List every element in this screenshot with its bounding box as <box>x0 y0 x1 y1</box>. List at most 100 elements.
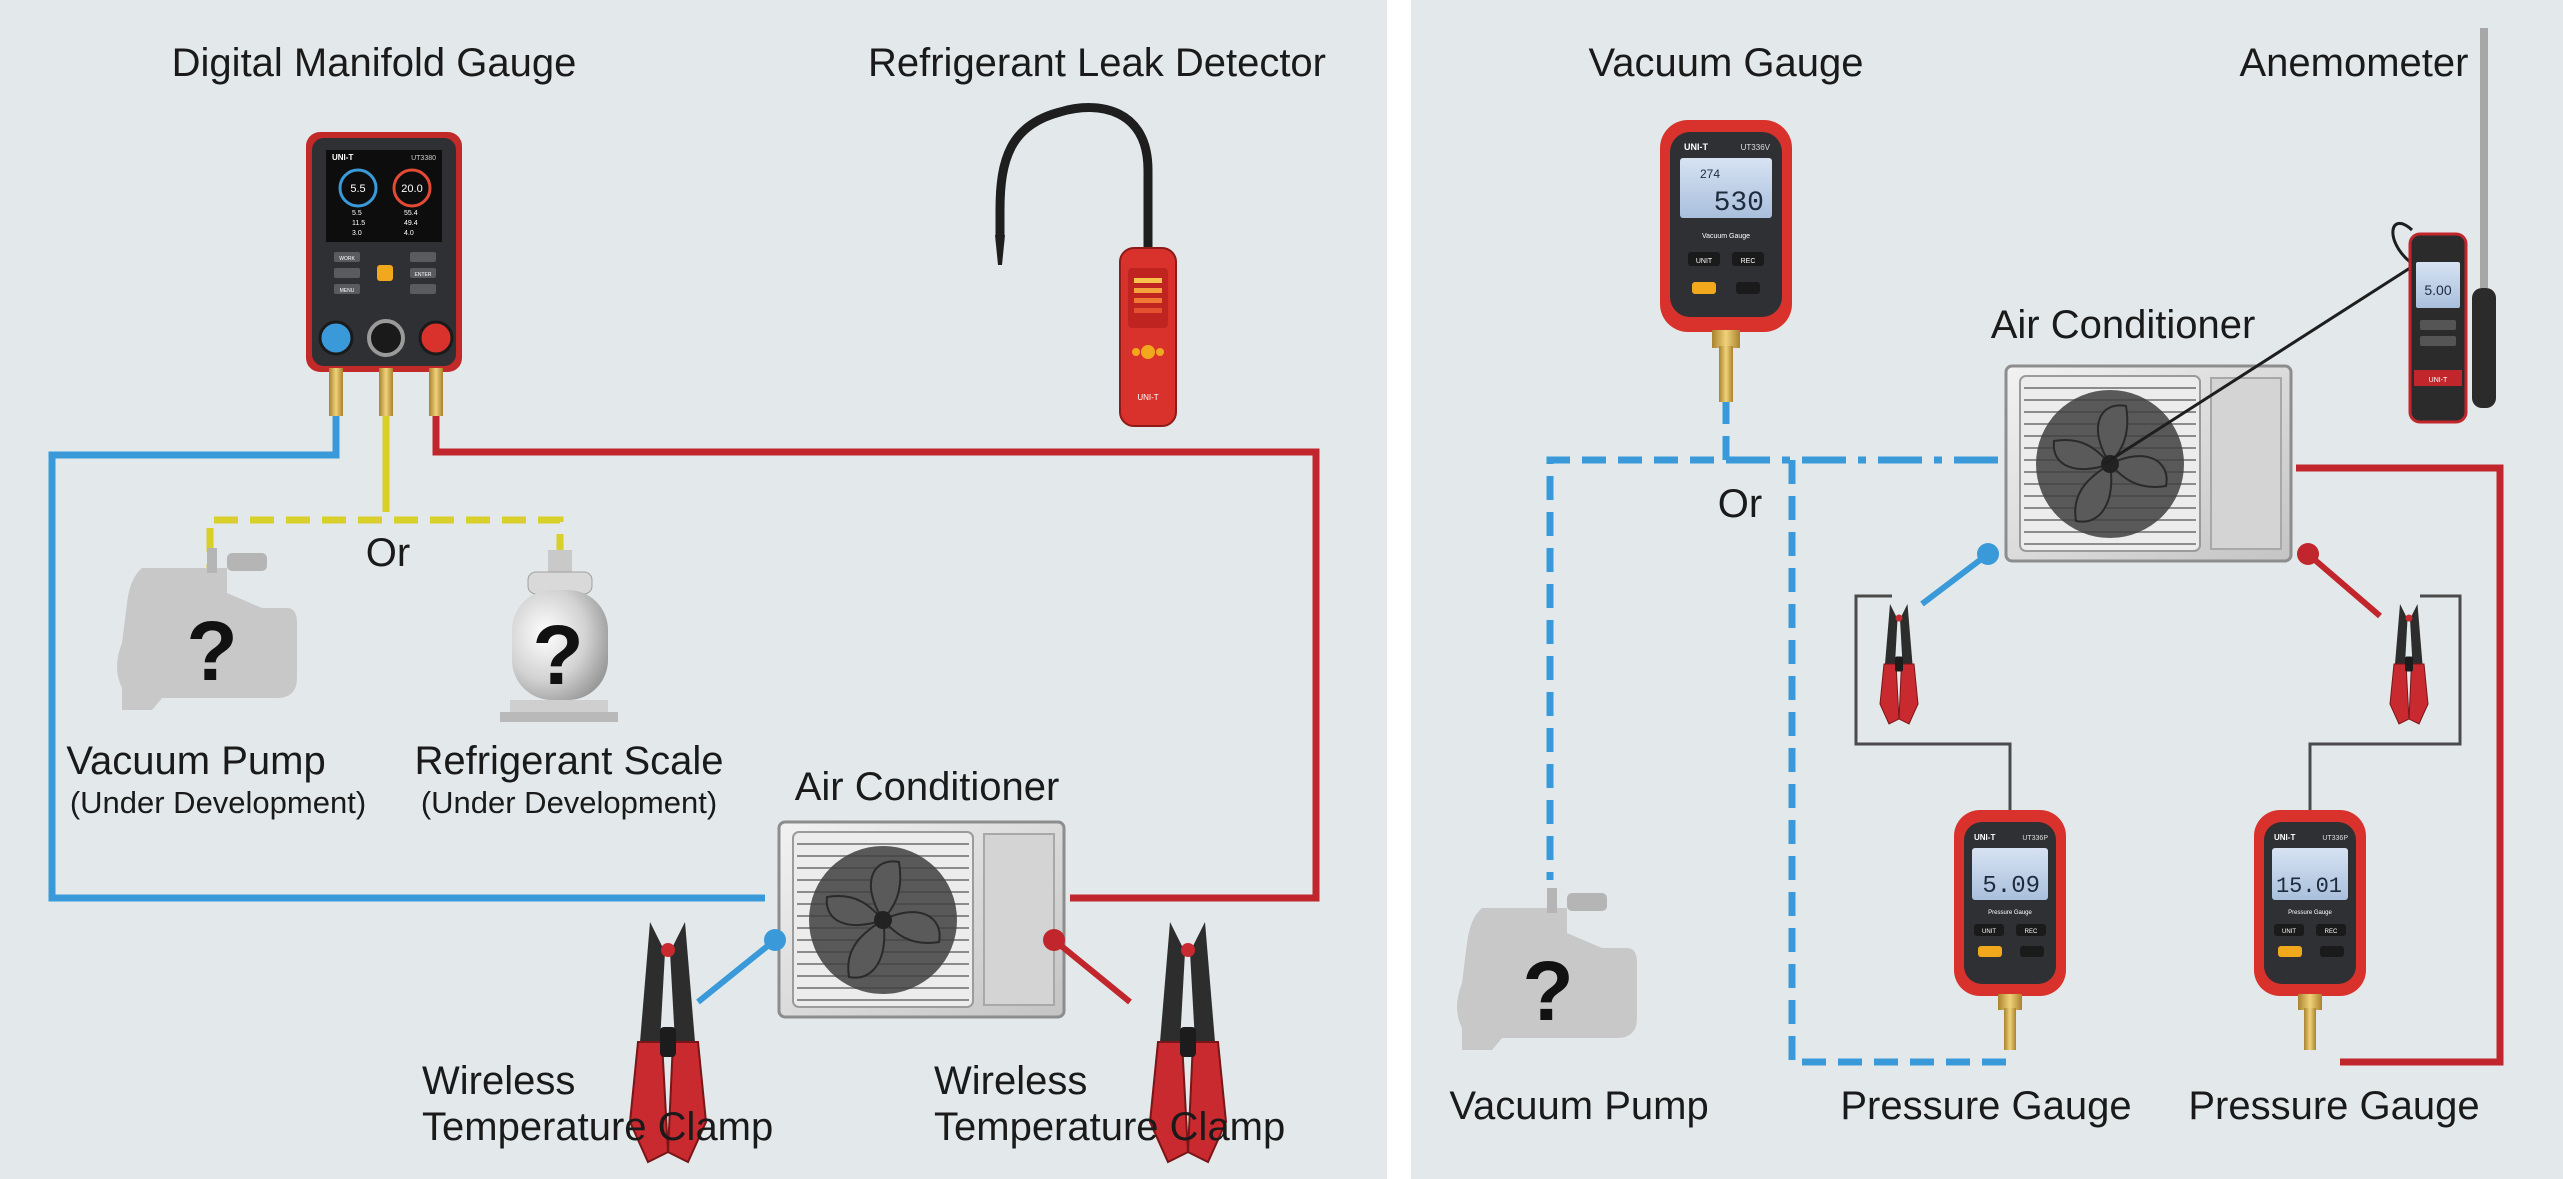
high-valve-knob <box>418 320 454 356</box>
leak-detector-bars <box>1134 278 1162 313</box>
charge-fitting <box>379 368 393 416</box>
low-value-3: 3.0 <box>352 230 362 237</box>
pressure-gauge-right-rec-button <box>2316 924 2346 936</box>
pressure-gauge-right-extra-button <box>2320 946 2344 957</box>
manifold-button-enter: ENTER <box>415 272 432 278</box>
anemometer-handle <box>2472 288 2496 408</box>
pressure-gauge-left-device: UNI-T UT336P 5.09 Pressure Gauge UNIT RE… <box>1954 810 2066 1050</box>
right-or-label: Or <box>1718 482 1762 526</box>
manifold-button-work: WORK <box>339 256 355 262</box>
low-valve-knob <box>318 320 354 356</box>
right-vacuum-pump-question-mark: ? <box>1522 944 1573 1038</box>
pressure-gauge-right-fitting <box>2298 994 2322 1010</box>
refrigerant-leak-detector: UNI-T <box>995 103 1177 427</box>
leak-detector-probe <box>995 103 1153 255</box>
manifold-button <box>410 284 436 294</box>
pressure-gauge-right-rec-label: REC <box>2325 929 2338 935</box>
pressure-gauge-left-model: UT336P <box>2022 835 2048 842</box>
high-value-2: 49.4 <box>404 220 418 227</box>
scale-question-mark: ? <box>532 608 583 702</box>
manifold-button <box>334 284 360 294</box>
leak-detector-brand: UNI-T <box>1137 393 1158 402</box>
low-pressure-dial <box>338 168 378 208</box>
high-side-connector-dot <box>1043 929 1065 951</box>
right-vacuum-pump-label: Vacuum Pump <box>1449 1084 1708 1128</box>
pressure-gauge-right-face <box>2264 822 2356 984</box>
low-fitting <box>329 368 343 416</box>
vacuum-gauge-lcd <box>1680 158 1772 218</box>
leak-detector-button <box>1156 348 1164 356</box>
high-dial-value: 20.0 <box>401 183 422 195</box>
left-air-conditioner <box>777 820 1066 1019</box>
right-hoses <box>1546 400 2504 1066</box>
pressure-gauge-right-unit-label: UNIT <box>2282 929 2296 935</box>
tank-body <box>512 590 608 700</box>
pressure-gauge-right-power-button <box>2278 946 2302 957</box>
vacuum-pump-placeholder: ? <box>117 548 297 710</box>
manifold-button <box>410 252 436 262</box>
scale-label: Refrigerant Scale <box>414 739 723 783</box>
right-low-connector-dot <box>1977 543 1999 565</box>
vacuum-gauge-device: UNI-T UT336V 274 530 Vacuum Gauge UNIT R… <box>1660 120 1792 402</box>
center-port <box>367 319 405 357</box>
right-vacuum-pump-placeholder: ? <box>1457 888 1637 1050</box>
low-value-2: 11.5 <box>352 220 365 227</box>
high-pressure-dial <box>392 168 432 208</box>
right-air-conditioner <box>2004 364 2293 563</box>
low-value-1: 5.5 <box>352 210 362 217</box>
pressure-gauge-right-lcd <box>2272 848 2348 900</box>
anemometer-button <box>2420 320 2456 330</box>
pressure-gauge-left-lcd <box>1972 848 2048 900</box>
manifold-button <box>410 268 436 278</box>
pressure-gauge-left-power-button <box>1978 946 2002 957</box>
pressure-gauge-right-label: Pressure Gauge <box>2188 1084 2479 1128</box>
clamp-right-label-line2: Temperature Clamp <box>934 1105 1285 1149</box>
pressure-gauge-right-device: UNI-T UT336P 15.01 Pressure Gauge UNIT R… <box>2254 810 2366 1050</box>
vacuum-pump-question-mark: ? <box>186 604 237 698</box>
pressure-gauge-right-brand: UNI-T <box>2274 833 2295 842</box>
vacuum-gauge-power-button <box>1692 282 1716 294</box>
pressure-gauge-left-label: Pressure Gauge <box>1840 1084 2131 1128</box>
vacuum-gauge-hose <box>1546 400 1730 880</box>
pressure-gauge-left-face <box>1964 822 2056 984</box>
anemometer-button <box>2420 336 2456 346</box>
high-side-return-hose <box>2296 464 2504 1066</box>
pressure-gauge-right-unit-button <box>2274 924 2304 936</box>
manifold-brand: UNI-T <box>332 153 353 162</box>
manifold-button <box>334 252 360 262</box>
scale-note: (Under Development) <box>421 785 717 820</box>
vacuum-gauge-unit-button <box>1688 252 1720 266</box>
vacuum-gauge-reading: 530 <box>1714 188 1764 219</box>
vacuum-gauge-fitting <box>1712 330 1740 348</box>
anemometer-cable <box>2391 222 2414 264</box>
pressure-gauge-right-reading: 15.01 <box>2276 874 2342 899</box>
digital-manifold-gauge: UNI-T UT3380 5.5 20.0 5.5 11.5 3.0 55.4 … <box>306 132 462 416</box>
scale-platform <box>500 712 618 722</box>
pressure-gauge-left-reading: 5.09 <box>1982 873 2040 900</box>
vacuum-gauge-title: Vacuum Gauge <box>1589 41 1864 85</box>
pressure-gauge-left-rec-label: REC <box>2025 929 2038 935</box>
anemometer-probe-line <box>2103 266 2411 466</box>
left-or-label: Or <box>366 531 410 575</box>
low-dial-value: 5.5 <box>350 183 365 195</box>
leak-detector-title: Refrigerant Leak Detector <box>868 41 1326 85</box>
manifold-center-button <box>377 265 393 281</box>
high-fitting <box>429 368 443 416</box>
clamp-right-label-line1: Wireless <box>934 1059 1087 1103</box>
anemometer-reading: 5.00 <box>2424 282 2451 298</box>
manifold-title: Digital Manifold Gauge <box>172 41 577 85</box>
pressure-gauge-right-model: UT336P <box>2322 835 2348 842</box>
anemometer-brand: UNI-T <box>2429 377 2448 384</box>
leak-detector-button <box>1141 345 1155 359</box>
vacuum-gauge-unit-label: UNIT <box>1696 258 1713 265</box>
vacuum-gauge-subtitle: Vacuum Gauge <box>1702 233 1750 240</box>
left-clamp-cable <box>1854 594 2012 810</box>
anemometer-lcd <box>2416 262 2460 308</box>
pressure-gauge-left-fitting <box>1998 994 2022 1010</box>
manifold-button-menu: MENU <box>340 288 355 294</box>
leak-detector-tip <box>995 235 1005 265</box>
right-high-connector-dot <box>2297 543 2319 565</box>
pressure-gauge-left-subtitle: Pressure Gauge <box>1988 910 2032 916</box>
vacuum-gauge-rec-button <box>1732 252 1764 266</box>
